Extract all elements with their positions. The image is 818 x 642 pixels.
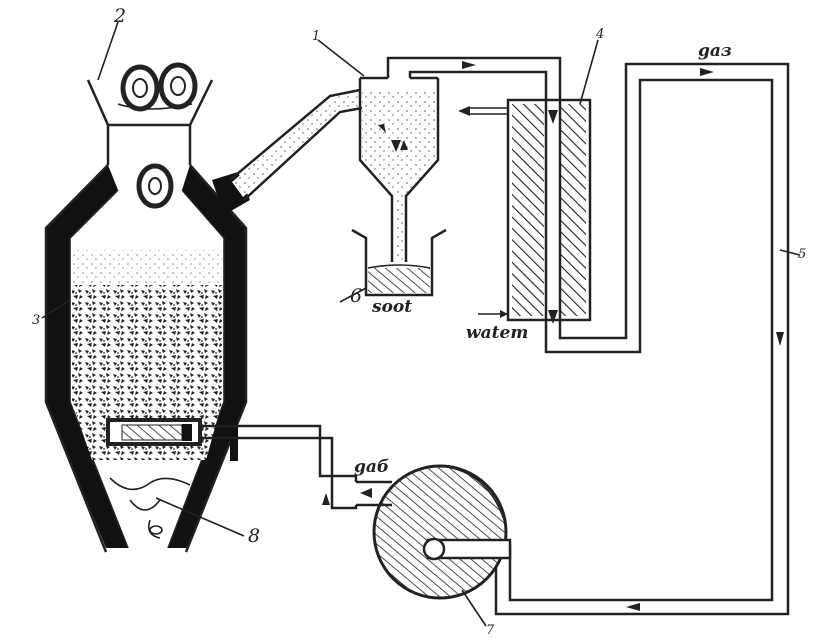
- furnace-neck: [106, 125, 192, 165]
- furnace-lining: [46, 165, 128, 548]
- label-number-7: 7: [486, 623, 495, 638]
- burner-feed-pipe: [200, 424, 358, 510]
- gas-return-pipe: [494, 62, 790, 616]
- coal-bed: [72, 285, 222, 460]
- water-cooler: [458, 98, 592, 324]
- label-number-1: 1: [312, 29, 320, 44]
- label-number-3: 3: [32, 313, 40, 328]
- furnace-hopper: [86, 79, 214, 127]
- label-number-8: 8: [248, 525, 260, 547]
- label-water: wateт: [466, 323, 528, 343]
- label-gas-bottom: gaб: [354, 457, 389, 477]
- label-number-2: 2: [113, 5, 126, 27]
- cyclone-separator: [358, 76, 440, 262]
- leader-lines: [41, 21, 801, 627]
- soot-collector-tray: [351, 228, 447, 297]
- gas-pump: [356, 464, 512, 600]
- label-number-6: 6: [350, 285, 362, 307]
- label-soot: soot: [371, 297, 412, 317]
- falling-coal-lump: [136, 163, 174, 209]
- gas-pipe-to-cooler: [386, 56, 562, 152]
- hopper-coal-lumps: [117, 62, 198, 112]
- label-number-5: 5: [798, 247, 806, 262]
- label-gas-top: gaз: [698, 41, 732, 61]
- label-number-4: 4: [595, 27, 604, 42]
- soot-pipe: [229, 88, 363, 201]
- furnace: [44, 62, 250, 553]
